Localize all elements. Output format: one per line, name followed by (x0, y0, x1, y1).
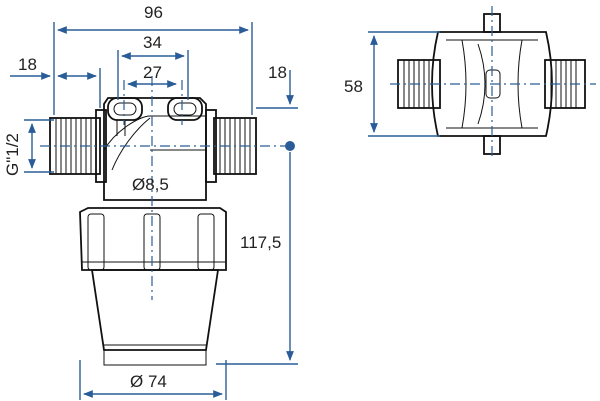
dim-label-34: 34 (143, 33, 162, 52)
dimension-overall-width: 96 (53, 3, 253, 115)
dimension-outlet-offset: 18 (256, 63, 298, 109)
center-point (285, 141, 295, 151)
filter-bowl (90, 269, 220, 366)
dim-label-bowl-diameter: Ø 74 (130, 372, 167, 391)
dim-label-thread: G"1/2 (3, 133, 22, 176)
dim-label-27: 27 (143, 63, 162, 82)
dim-label-18-left: 18 (18, 55, 37, 74)
dimension-thread: G"1/2 (3, 119, 54, 176)
top-view (390, 6, 596, 160)
dimension-height: 117,5 (216, 152, 298, 365)
dimension-inlet-offset: 18 (10, 55, 101, 108)
dimension-bolt-span-outer: 34 (117, 33, 189, 100)
bowl-ring (79, 207, 227, 271)
dimension-side-width: 58 (344, 31, 440, 137)
front-view (40, 76, 295, 366)
dimension-bowl-diameter: Ø 74 (79, 360, 227, 400)
dim-label-58: 58 (344, 77, 363, 96)
dimension-bore: Ø8,5 (132, 175, 169, 194)
mounting-boss-right (167, 97, 203, 121)
dim-label-height: 117,5 (240, 233, 281, 252)
dim-label-18-right: 18 (268, 63, 287, 82)
dimension-bolt-span-inner: 27 (127, 63, 177, 88)
inlet-thread (49, 109, 107, 183)
dim-label-bore: Ø8,5 (132, 175, 169, 194)
filter-head (103, 97, 207, 201)
mounting-boss-left (107, 97, 143, 136)
dim-label-96: 96 (144, 3, 163, 22)
